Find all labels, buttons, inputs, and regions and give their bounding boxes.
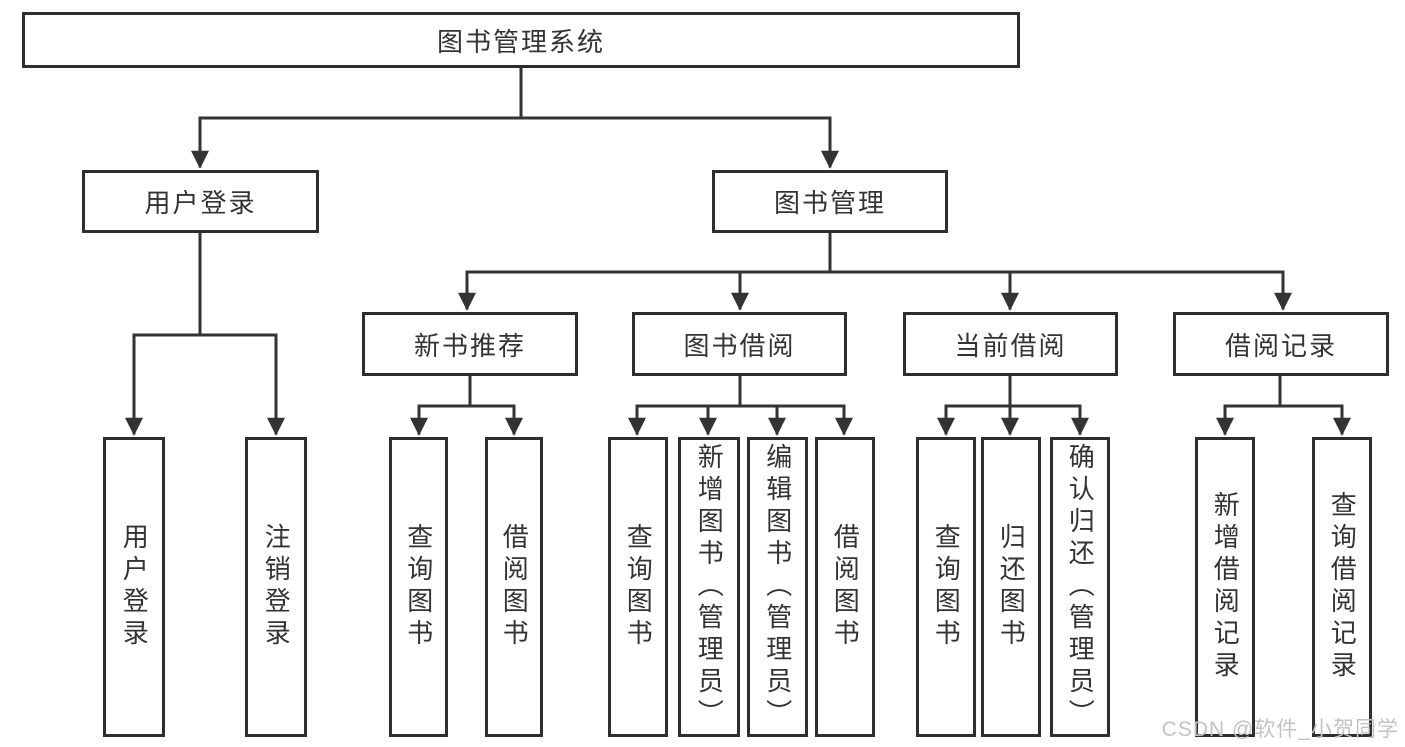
node-leaf-confirm-return-admin: 确认归还（管理员） [1050,437,1110,737]
node-leaf-add-borrow-record-label: 新增借阅记录 [1210,491,1241,683]
node-leaf-query-books-a: 查询图书 [389,437,448,737]
node-leaf-edit-books-admin-label: 编辑图书（管理员） [762,443,793,731]
node-leaf-query-borrow-record-label: 查询借阅记录 [1327,491,1358,683]
node-book-mgmt-label: 图书管理 [773,188,886,218]
connector-book-mgmt [458,231,1292,311]
connector-root [191,66,839,169]
node-borrow-record: 借阅记录 [1173,312,1389,376]
node-root: 图书管理系统 [22,12,1020,68]
csdn-watermark: CSDN @软件_小贺同学 [1161,718,1399,741]
node-leaf-borrow-books-b-label: 借阅图书 [830,523,861,651]
connector-book-borrow [628,374,853,436]
node-leaf-add-books-admin: 新增图书（管理员） [678,437,740,737]
node-leaf-borrow-books-a-label: 借阅图书 [499,523,530,651]
node-leaf-query-books-a-label: 查询图书 [403,523,434,651]
node-book-borrow: 图书借阅 [632,312,847,376]
node-leaf-logout: 注销登录 [245,437,307,737]
node-leaf-query-borrow-record: 查询借阅记录 [1312,437,1372,737]
node-root-label: 图书管理系统 [436,26,605,57]
node-leaf-logout-label: 注销登录 [261,523,292,651]
node-borrow-record-label: 借阅记录 [1224,330,1337,361]
connector-current-borrow [937,374,1089,436]
node-current-borrow-label: 当前借阅 [954,330,1067,361]
node-leaf-query-books-b: 查询图书 [608,437,668,737]
node-book-mgmt: 图书管理 [712,170,948,233]
node-user-login: 用户登录 [82,170,319,233]
node-user-login-label: 用户登录 [144,188,257,218]
node-new-book-rec-label: 新书推荐 [413,330,526,361]
connector-borrow-record [1216,374,1351,436]
node-leaf-query-books-b-label: 查询图书 [623,523,654,651]
connector-new-book-rec [410,374,523,436]
node-leaf-add-borrow-record: 新增借阅记录 [1195,437,1255,737]
node-leaf-add-books-admin-label: 新增图书（管理员） [694,443,725,731]
node-leaf-confirm-return-admin-label: 确认归还（管理员） [1065,443,1096,731]
node-new-book-rec: 新书推荐 [362,312,578,376]
connector-user-login [125,231,285,436]
node-leaf-query-books-c: 查询图书 [916,437,976,737]
node-leaf-user-login-label: 用户登录 [119,523,150,651]
node-leaf-query-books-c-label: 查询图书 [931,523,962,651]
node-leaf-edit-books-admin: 编辑图书（管理员） [747,437,808,737]
node-current-borrow: 当前借阅 [903,312,1118,376]
node-leaf-borrow-books-b: 借阅图书 [815,437,875,737]
node-book-borrow-label: 图书借阅 [683,330,796,361]
node-leaf-borrow-books-a: 借阅图书 [485,437,543,737]
node-leaf-user-login: 用户登录 [103,437,165,737]
node-leaf-return-books: 归还图书 [981,437,1041,737]
node-leaf-return-books-label: 归还图书 [996,523,1027,651]
